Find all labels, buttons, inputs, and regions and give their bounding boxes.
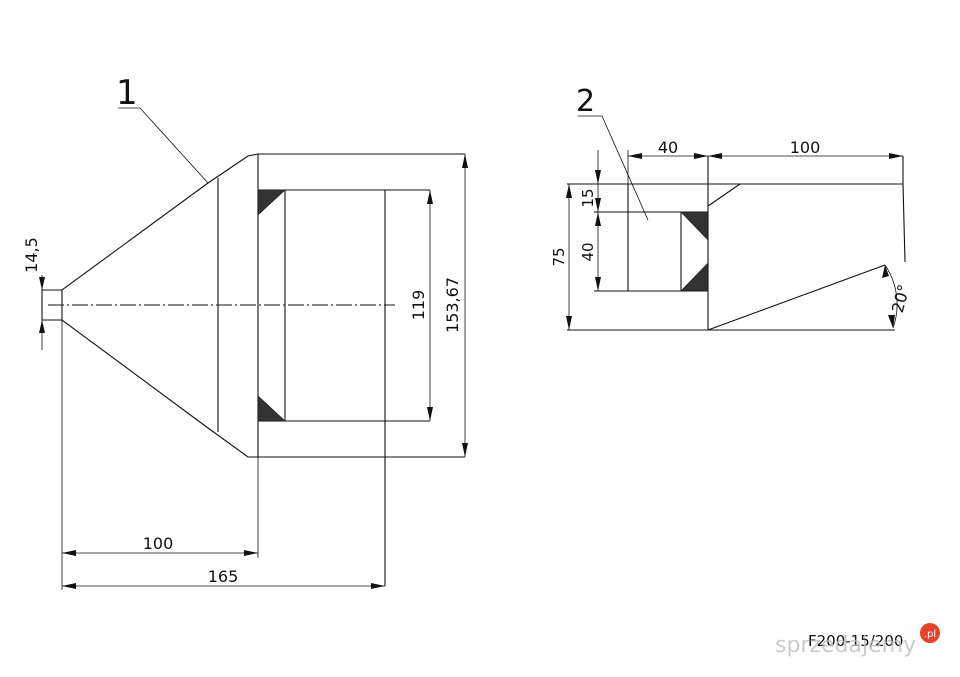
- dim-40-side: 40: [579, 242, 597, 261]
- dim-153-67: 153,67: [443, 277, 462, 333]
- drawing-code: F200-15/200: [808, 632, 903, 650]
- part1-view: 1 14,5 119 153,67 100 165: [22, 73, 468, 590]
- part2-weld-top: [680, 211, 709, 241]
- part2-weld-bottom: [680, 262, 709, 292]
- dim-40-top: 40: [658, 138, 678, 157]
- watermark-badge-text: .pl: [924, 629, 936, 640]
- watermark: F200-15/200 sprzedajemy .pl: [775, 623, 940, 658]
- watermark-badge: [920, 623, 940, 643]
- angle-20: 20°: [888, 282, 914, 314]
- part2-view: 2 40 100 15 40 75 20°: [550, 84, 914, 331]
- dim-119: 119: [409, 290, 428, 321]
- dim-14-5: 14,5: [22, 237, 41, 273]
- dim-100-top: 100: [790, 138, 821, 157]
- dim-75: 75: [550, 247, 568, 266]
- part1-label: 1: [116, 73, 138, 113]
- dim-15: 15: [579, 188, 597, 207]
- part2-label: 2: [576, 84, 595, 119]
- part1-weld-top: [257, 189, 286, 216]
- dim-165: 165: [208, 567, 239, 586]
- dim-100-bottom: 100: [143, 534, 174, 553]
- part1-weld-bottom: [257, 395, 286, 422]
- watermark-brand: sprzedajemy: [775, 633, 916, 658]
- part1-cone-outline: [41, 153, 259, 458]
